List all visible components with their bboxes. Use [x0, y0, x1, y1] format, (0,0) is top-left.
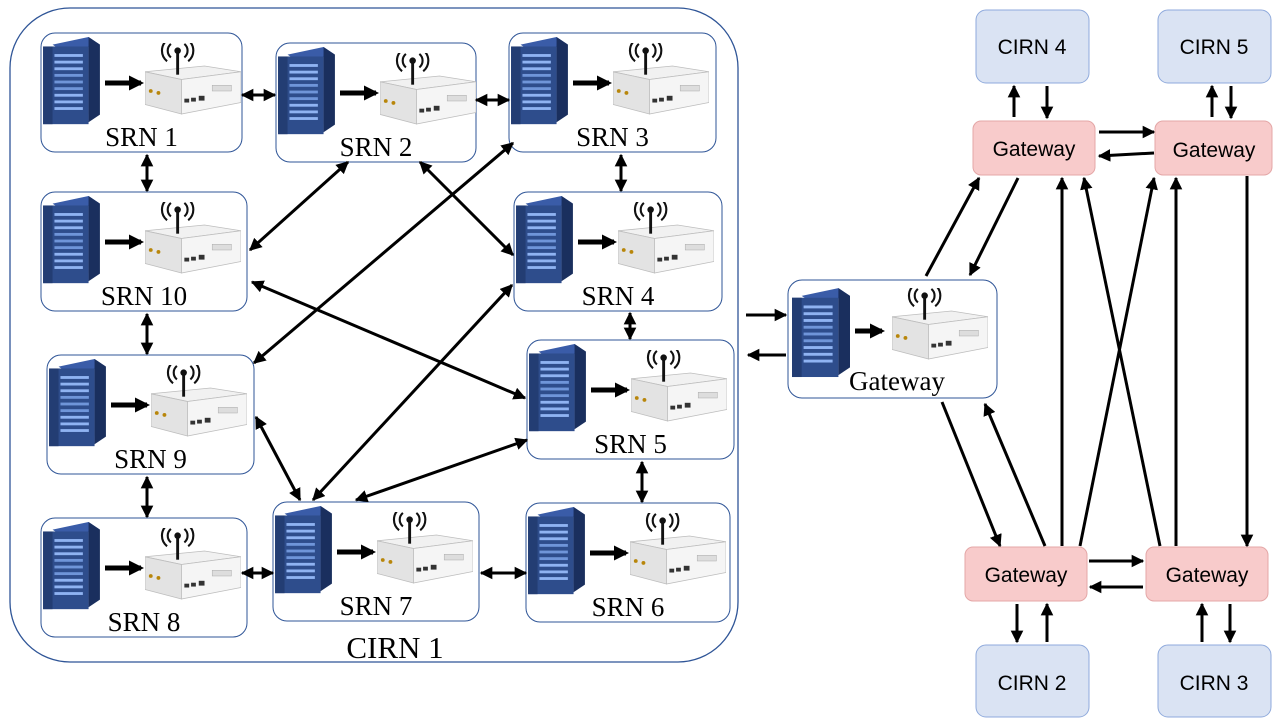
- srn-node-srn5[interactable]: SRN 5: [526, 339, 735, 460]
- srn-label: SRN 5: [594, 429, 667, 459]
- server-icon: [528, 507, 585, 595]
- mesh-arrows: [140, 88, 649, 580]
- srn-node-srn8[interactable]: SRN 8: [40, 517, 248, 638]
- srn-node-srn9[interactable]: SRN 9: [46, 354, 255, 475]
- cirn-box[interactable]: CIRN 4: [975, 9, 1090, 84]
- main-gateway-label: Gateway: [849, 366, 945, 396]
- cirn-1-cluster: [9, 7, 739, 663]
- link-arrow: [354, 437, 529, 503]
- link-arrow: [250, 280, 527, 400]
- wan-arrows: [746, 84, 1254, 644]
- cirn-1-label: CIRN 1: [346, 630, 443, 665]
- server-icon: [43, 196, 100, 284]
- server-icon: [49, 359, 106, 447]
- server-icon: [516, 196, 573, 284]
- server-icon: [43, 37, 100, 125]
- srn-label: SRN 3: [576, 122, 649, 152]
- flow-arrow: [1080, 176, 1162, 547]
- gateway-box[interactable]: Gateway: [1145, 546, 1269, 602]
- main-gateway-node[interactable]: Gateway: [787, 279, 998, 399]
- flow-arrow: [1078, 176, 1158, 547]
- cirn-box[interactable]: CIRN 5: [1157, 9, 1272, 84]
- link-arrow: [254, 415, 302, 502]
- srn-node-srn6[interactable]: SRN 6: [525, 502, 731, 623]
- flow-arrow: [924, 176, 981, 277]
- srn-node-srn4[interactable]: SRN 4: [513, 191, 723, 312]
- cirn-box-label: CIRN 5: [1180, 36, 1249, 59]
- gateway-box-label: Gateway: [1166, 564, 1249, 587]
- flow-arrow: [1097, 149, 1155, 162]
- server-icon: [43, 522, 100, 610]
- gateway-box[interactable]: Gateway: [964, 546, 1088, 602]
- cirn-box-label: CIRN 2: [998, 672, 1067, 695]
- server-icon: [278, 47, 335, 135]
- gateway-box[interactable]: Gateway: [972, 120, 1096, 176]
- server-icon: [792, 288, 850, 378]
- link-arrow: [253, 141, 514, 365]
- srn-label: SRN 7: [340, 591, 413, 621]
- srn-label: SRN 4: [582, 281, 655, 311]
- srn-label: SRN 6: [592, 592, 665, 622]
- link-arrow: [311, 283, 514, 502]
- flow-arrow: [983, 402, 1047, 547]
- gateway-box-label: Gateway: [985, 564, 1068, 587]
- flow-arrow: [968, 177, 1020, 277]
- srn-node-srn10[interactable]: SRN 10: [40, 191, 248, 312]
- srn-layer: SRN 1 SRN 2 SRN 3 SRN 10 SRN 4 SRN 9 SRN 5 SRN …: [40, 32, 735, 638]
- srn-label: SRN 10: [101, 281, 187, 311]
- srn-node-srn2[interactable]: SRN 2: [275, 42, 477, 163]
- cirn-box[interactable]: CIRN 3: [1157, 644, 1272, 718]
- srn-label: SRN 9: [114, 444, 187, 474]
- cirn-box[interactable]: CIRN 2: [975, 644, 1090, 718]
- flow-arrow: [940, 401, 1002, 548]
- gateway-box[interactable]: Gateway: [1154, 120, 1273, 176]
- cirn-box-label: CIRN 4: [998, 36, 1067, 59]
- srn-node-srn3[interactable]: SRN 3: [508, 32, 717, 153]
- srn-label: SRN 2: [340, 132, 413, 162]
- server-icon: [275, 506, 332, 594]
- srn-label: SRN 1: [105, 122, 178, 152]
- server-icon: [529, 344, 586, 432]
- gateway-box-label: Gateway: [1173, 139, 1256, 162]
- link-arrow: [248, 160, 350, 252]
- cirn-box-label: CIRN 3: [1180, 672, 1249, 695]
- server-icon: [511, 37, 568, 125]
- srn-node-srn7[interactable]: SRN 7: [272, 501, 480, 622]
- gateway-box-label: Gateway: [993, 138, 1076, 161]
- srn-label: SRN 8: [108, 607, 181, 637]
- srn-node-srn1[interactable]: SRN 1: [40, 32, 243, 153]
